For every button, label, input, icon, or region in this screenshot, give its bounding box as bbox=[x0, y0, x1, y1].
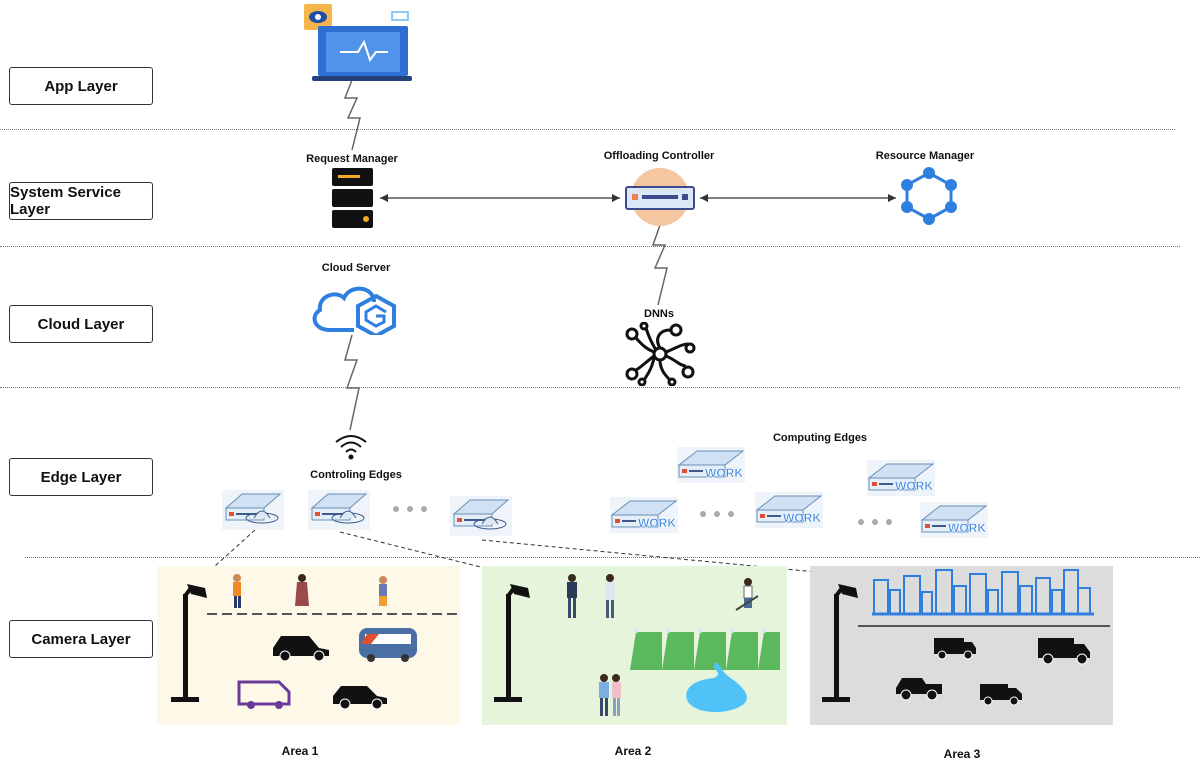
controlling-edge-device-1 bbox=[222, 490, 284, 530]
area-1-scene bbox=[171, 574, 457, 710]
truck-icon bbox=[934, 638, 976, 660]
worker-icon bbox=[735, 578, 759, 611]
wifi-icon bbox=[335, 435, 367, 460]
system-service-layer-label: System Service Layer bbox=[10, 184, 121, 218]
computing-edge-device-2: WORK bbox=[610, 497, 678, 533]
pedestrian-icon bbox=[295, 574, 309, 606]
cloud-server-label: Cloud Server bbox=[321, 262, 391, 274]
request-manager-label: Request Manager bbox=[306, 153, 398, 165]
separator-system-cloud bbox=[0, 246, 1180, 247]
laptop-icon bbox=[304, 4, 412, 81]
camera-icon bbox=[838, 584, 858, 598]
controlling-edges-label: Controling Edges bbox=[310, 469, 402, 481]
controlling-edge-device-2 bbox=[308, 490, 370, 530]
pedestrian-icon bbox=[233, 574, 241, 608]
ellipsis-icon-computing-2 bbox=[858, 519, 892, 525]
cloud-layer-box: Cloud Layer bbox=[9, 305, 153, 343]
work-text: WORK bbox=[948, 521, 986, 535]
work-text: WORK bbox=[895, 479, 933, 493]
lightning-controller-dnns bbox=[651, 224, 668, 306]
system-service-layer-box: System Service Layer bbox=[9, 182, 153, 220]
truck-icon bbox=[980, 684, 1022, 706]
network-icon bbox=[901, 167, 957, 225]
camera-icon bbox=[510, 584, 530, 598]
ellipsis-icon-computing-1 bbox=[700, 511, 734, 517]
truck-icon bbox=[1038, 638, 1090, 665]
camera-layer-label: Camera Layer bbox=[31, 630, 131, 648]
edge-layer-box: Edge Layer bbox=[9, 458, 153, 496]
camera-layer-box: Camera Layer bbox=[9, 620, 153, 658]
cloud-layer-label: Cloud Layer bbox=[37, 315, 125, 333]
area-2-scene bbox=[494, 574, 780, 716]
cloud-icon bbox=[312, 286, 396, 335]
work-text: WORK bbox=[638, 516, 676, 530]
computing-edge-device-4: WORK bbox=[867, 460, 935, 496]
computing-edge-device-3: WORK bbox=[755, 492, 823, 528]
computing-edges-label: Computing Edges bbox=[772, 432, 868, 444]
pedestrian-icon bbox=[612, 674, 621, 716]
resource-manager-label: Resource Manager bbox=[875, 150, 975, 162]
computing-edge-device-1: WORK bbox=[677, 447, 745, 483]
car-icon bbox=[333, 686, 387, 710]
pedestrian-icon bbox=[605, 574, 615, 618]
lightning-app-request bbox=[343, 79, 361, 151]
area-3-scene bbox=[822, 569, 1110, 706]
server-icon bbox=[332, 168, 373, 228]
area-2-label: Area 2 bbox=[614, 744, 652, 758]
area-1-label: Area 1 bbox=[281, 744, 319, 758]
work-text: WORK bbox=[705, 466, 743, 480]
separator-cloud-edge bbox=[0, 387, 1180, 388]
offloading-controller-label: Offloading Controller bbox=[603, 150, 715, 162]
dnns-label: DNNs bbox=[644, 308, 674, 320]
pedestrian-icon bbox=[379, 576, 387, 606]
computing-edge-device-5: WORK bbox=[920, 502, 988, 538]
pedestrian-icon bbox=[599, 674, 609, 716]
separator-edge-camera bbox=[25, 557, 1200, 558]
separator-app-system bbox=[0, 129, 1175, 130]
edge-layer-label: Edge Layer bbox=[40, 468, 122, 486]
car-icon bbox=[273, 636, 329, 662]
camera-icon bbox=[187, 584, 207, 598]
area-3-label: Area 3 bbox=[943, 747, 981, 761]
controller-icon bbox=[625, 168, 695, 226]
app-layer-label: App Layer bbox=[44, 77, 118, 95]
app-layer-box: App Layer bbox=[9, 67, 153, 105]
neural-network-icon bbox=[625, 322, 696, 386]
controlling-edge-device-3 bbox=[450, 496, 512, 536]
work-text: WORK bbox=[783, 511, 821, 525]
van-icon bbox=[237, 680, 291, 709]
bus-icon bbox=[359, 628, 417, 662]
ellipsis-icon-controlling bbox=[393, 506, 427, 512]
pickup-truck-icon bbox=[896, 678, 942, 701]
city-skyline-icon bbox=[873, 569, 1091, 615]
lightning-cloud-edge bbox=[344, 334, 360, 431]
pedestrian-icon bbox=[567, 574, 577, 618]
